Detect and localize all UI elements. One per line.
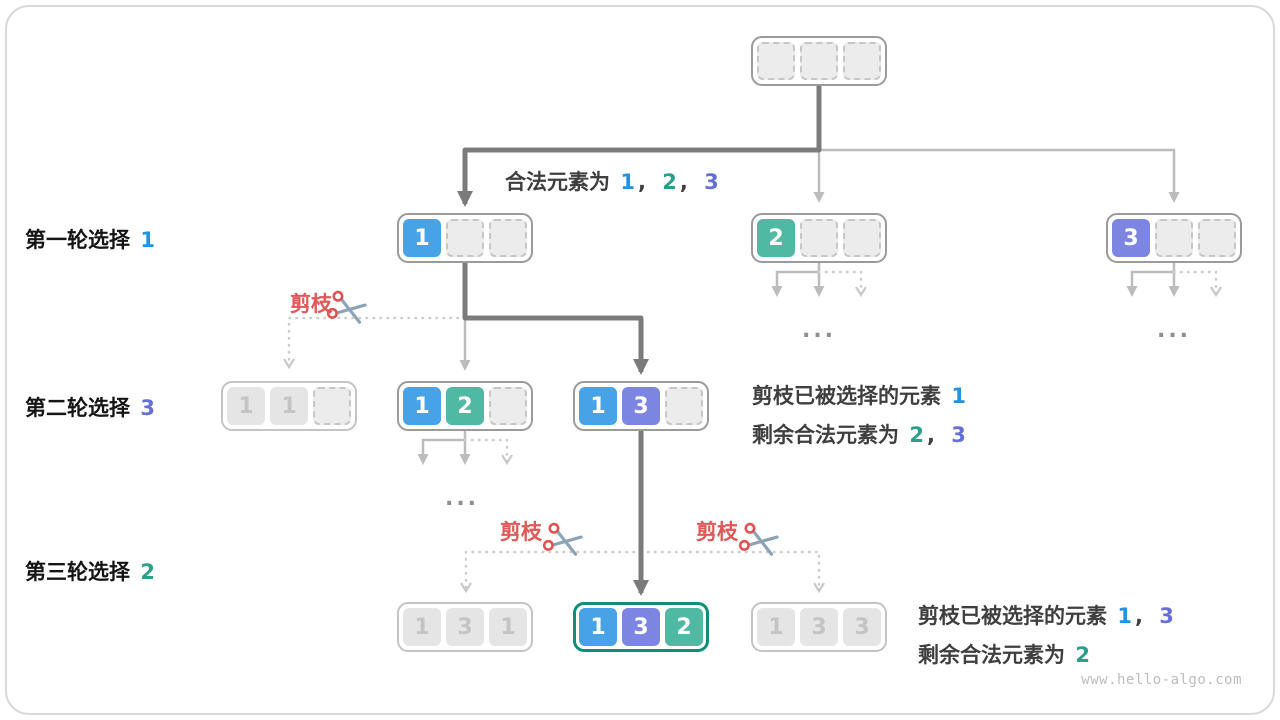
node-1-3: 1 3 — [573, 381, 709, 431]
prune-note-round2: 剪枝已被选择的元素 1 剩余合法元素为 2, 3 — [752, 380, 969, 449]
value-cell: 2 — [446, 387, 484, 425]
note-num: 2 — [909, 423, 924, 447]
note-num: 3 — [1159, 604, 1174, 628]
round-3-text: 第三轮选择 — [25, 560, 130, 584]
round-1-num: 1 — [140, 228, 155, 252]
prune-label-3: 剪枝 — [696, 520, 738, 544]
note-line: 剪枝已被选择的元素 1 — [752, 380, 969, 410]
empty-cell — [313, 387, 351, 425]
legal-sep-2: , — [679, 170, 688, 194]
value-cell: 3 — [446, 608, 484, 646]
prune-note-round3: 剪枝已被选择的元素 1, 3 剩余合法元素为 2 — [918, 600, 1177, 669]
node-2: 2 — [751, 213, 887, 263]
value-cell: 3 — [622, 608, 660, 646]
value-cell: 2 — [757, 219, 795, 257]
round-2-text: 第二轮选择 — [25, 396, 130, 420]
value-cell: 3 — [843, 608, 881, 646]
empty-cell — [446, 219, 484, 257]
watermark: www.hello-algo.com — [1081, 672, 1242, 688]
note-line: 剩余合法元素为 2 — [918, 639, 1177, 669]
node-1-2: 1 2 — [397, 381, 533, 431]
value-cell: 3 — [800, 608, 838, 646]
note-prefix: 剪枝已被选择的元素 — [752, 384, 941, 408]
value-cell: 1 — [270, 387, 308, 425]
note-prefix: 剩余合法元素为 — [752, 423, 899, 447]
legal-elements-label: 合法元素为 1, 2, 3 — [505, 166, 722, 196]
value-cell: 3 — [1112, 219, 1150, 257]
ellipsis: ... — [444, 486, 480, 511]
value-cell: 1 — [489, 608, 527, 646]
value-cell: 1 — [579, 608, 617, 646]
empty-cell — [1155, 219, 1193, 257]
main-path — [457, 86, 822, 596]
empty-cell — [489, 387, 527, 425]
node-1-3-3-pruned: 1 3 3 — [751, 602, 887, 652]
round-3-num: 2 — [140, 560, 155, 584]
note-num: 2 — [1075, 643, 1090, 667]
scissors-icon — [324, 287, 373, 332]
note-prefix: 剪枝已被选择的元素 — [918, 604, 1107, 628]
round-1-text: 第一轮选择 — [25, 228, 130, 252]
legal-num-1: 1 — [620, 170, 635, 194]
node-3: 3 — [1106, 213, 1242, 263]
value-cell: 1 — [403, 219, 441, 257]
pruned-branches — [283, 270, 1222, 594]
node-1-3-2-result: 1 3 2 — [573, 602, 709, 652]
value-cell: 1 — [227, 387, 265, 425]
value-cell: 1 — [403, 608, 441, 646]
note-line: 剩余合法元素为 2, 3 — [752, 419, 969, 449]
value-cell: 1 — [579, 387, 617, 425]
value-cell: 1 — [403, 387, 441, 425]
empty-cell — [665, 387, 703, 425]
legal-prefix: 合法元素为 — [505, 170, 610, 194]
value-cell: 1 — [757, 608, 795, 646]
node-1: 1 — [397, 213, 533, 263]
round-2-label: 第二轮选择 3 — [25, 392, 158, 422]
legal-num-3: 3 — [704, 170, 719, 194]
scissors-icon — [736, 519, 785, 564]
empty-cell — [1198, 219, 1236, 257]
note-prefix: 剩余合法元素为 — [918, 643, 1065, 667]
legal-num-2: 2 — [662, 170, 677, 194]
prune-label-2: 剪枝 — [500, 520, 542, 544]
round-3-label: 第三轮选择 2 — [25, 556, 158, 586]
empty-cell — [489, 219, 527, 257]
note-line: 剪枝已被选择的元素 1, 3 — [918, 600, 1177, 630]
note-sep: , — [1134, 604, 1143, 628]
empty-cell — [843, 42, 881, 80]
note-num: 1 — [951, 384, 966, 408]
ellipsis: ... — [1156, 318, 1192, 343]
node-1-3-1-pruned: 1 3 1 — [397, 602, 533, 652]
ellipsis: ... — [801, 318, 837, 343]
note-sep: , — [926, 423, 935, 447]
empty-cell — [800, 42, 838, 80]
node-root — [751, 36, 887, 86]
empty-cell — [800, 219, 838, 257]
note-num: 3 — [951, 423, 966, 447]
prune-label-1: 剪枝 — [290, 292, 332, 316]
empty-cell — [843, 219, 881, 257]
empty-cell — [757, 42, 795, 80]
value-cell: 3 — [622, 387, 660, 425]
value-cell: 2 — [665, 608, 703, 646]
round-1-label: 第一轮选择 1 — [25, 224, 158, 254]
scissors-icon — [540, 519, 589, 564]
node-1-1-pruned: 1 1 — [221, 381, 357, 431]
legal-sep-1: , — [637, 170, 646, 194]
secondary-branches — [417, 148, 1180, 465]
note-num: 1 — [1117, 604, 1132, 628]
round-2-num: 3 — [140, 396, 155, 420]
